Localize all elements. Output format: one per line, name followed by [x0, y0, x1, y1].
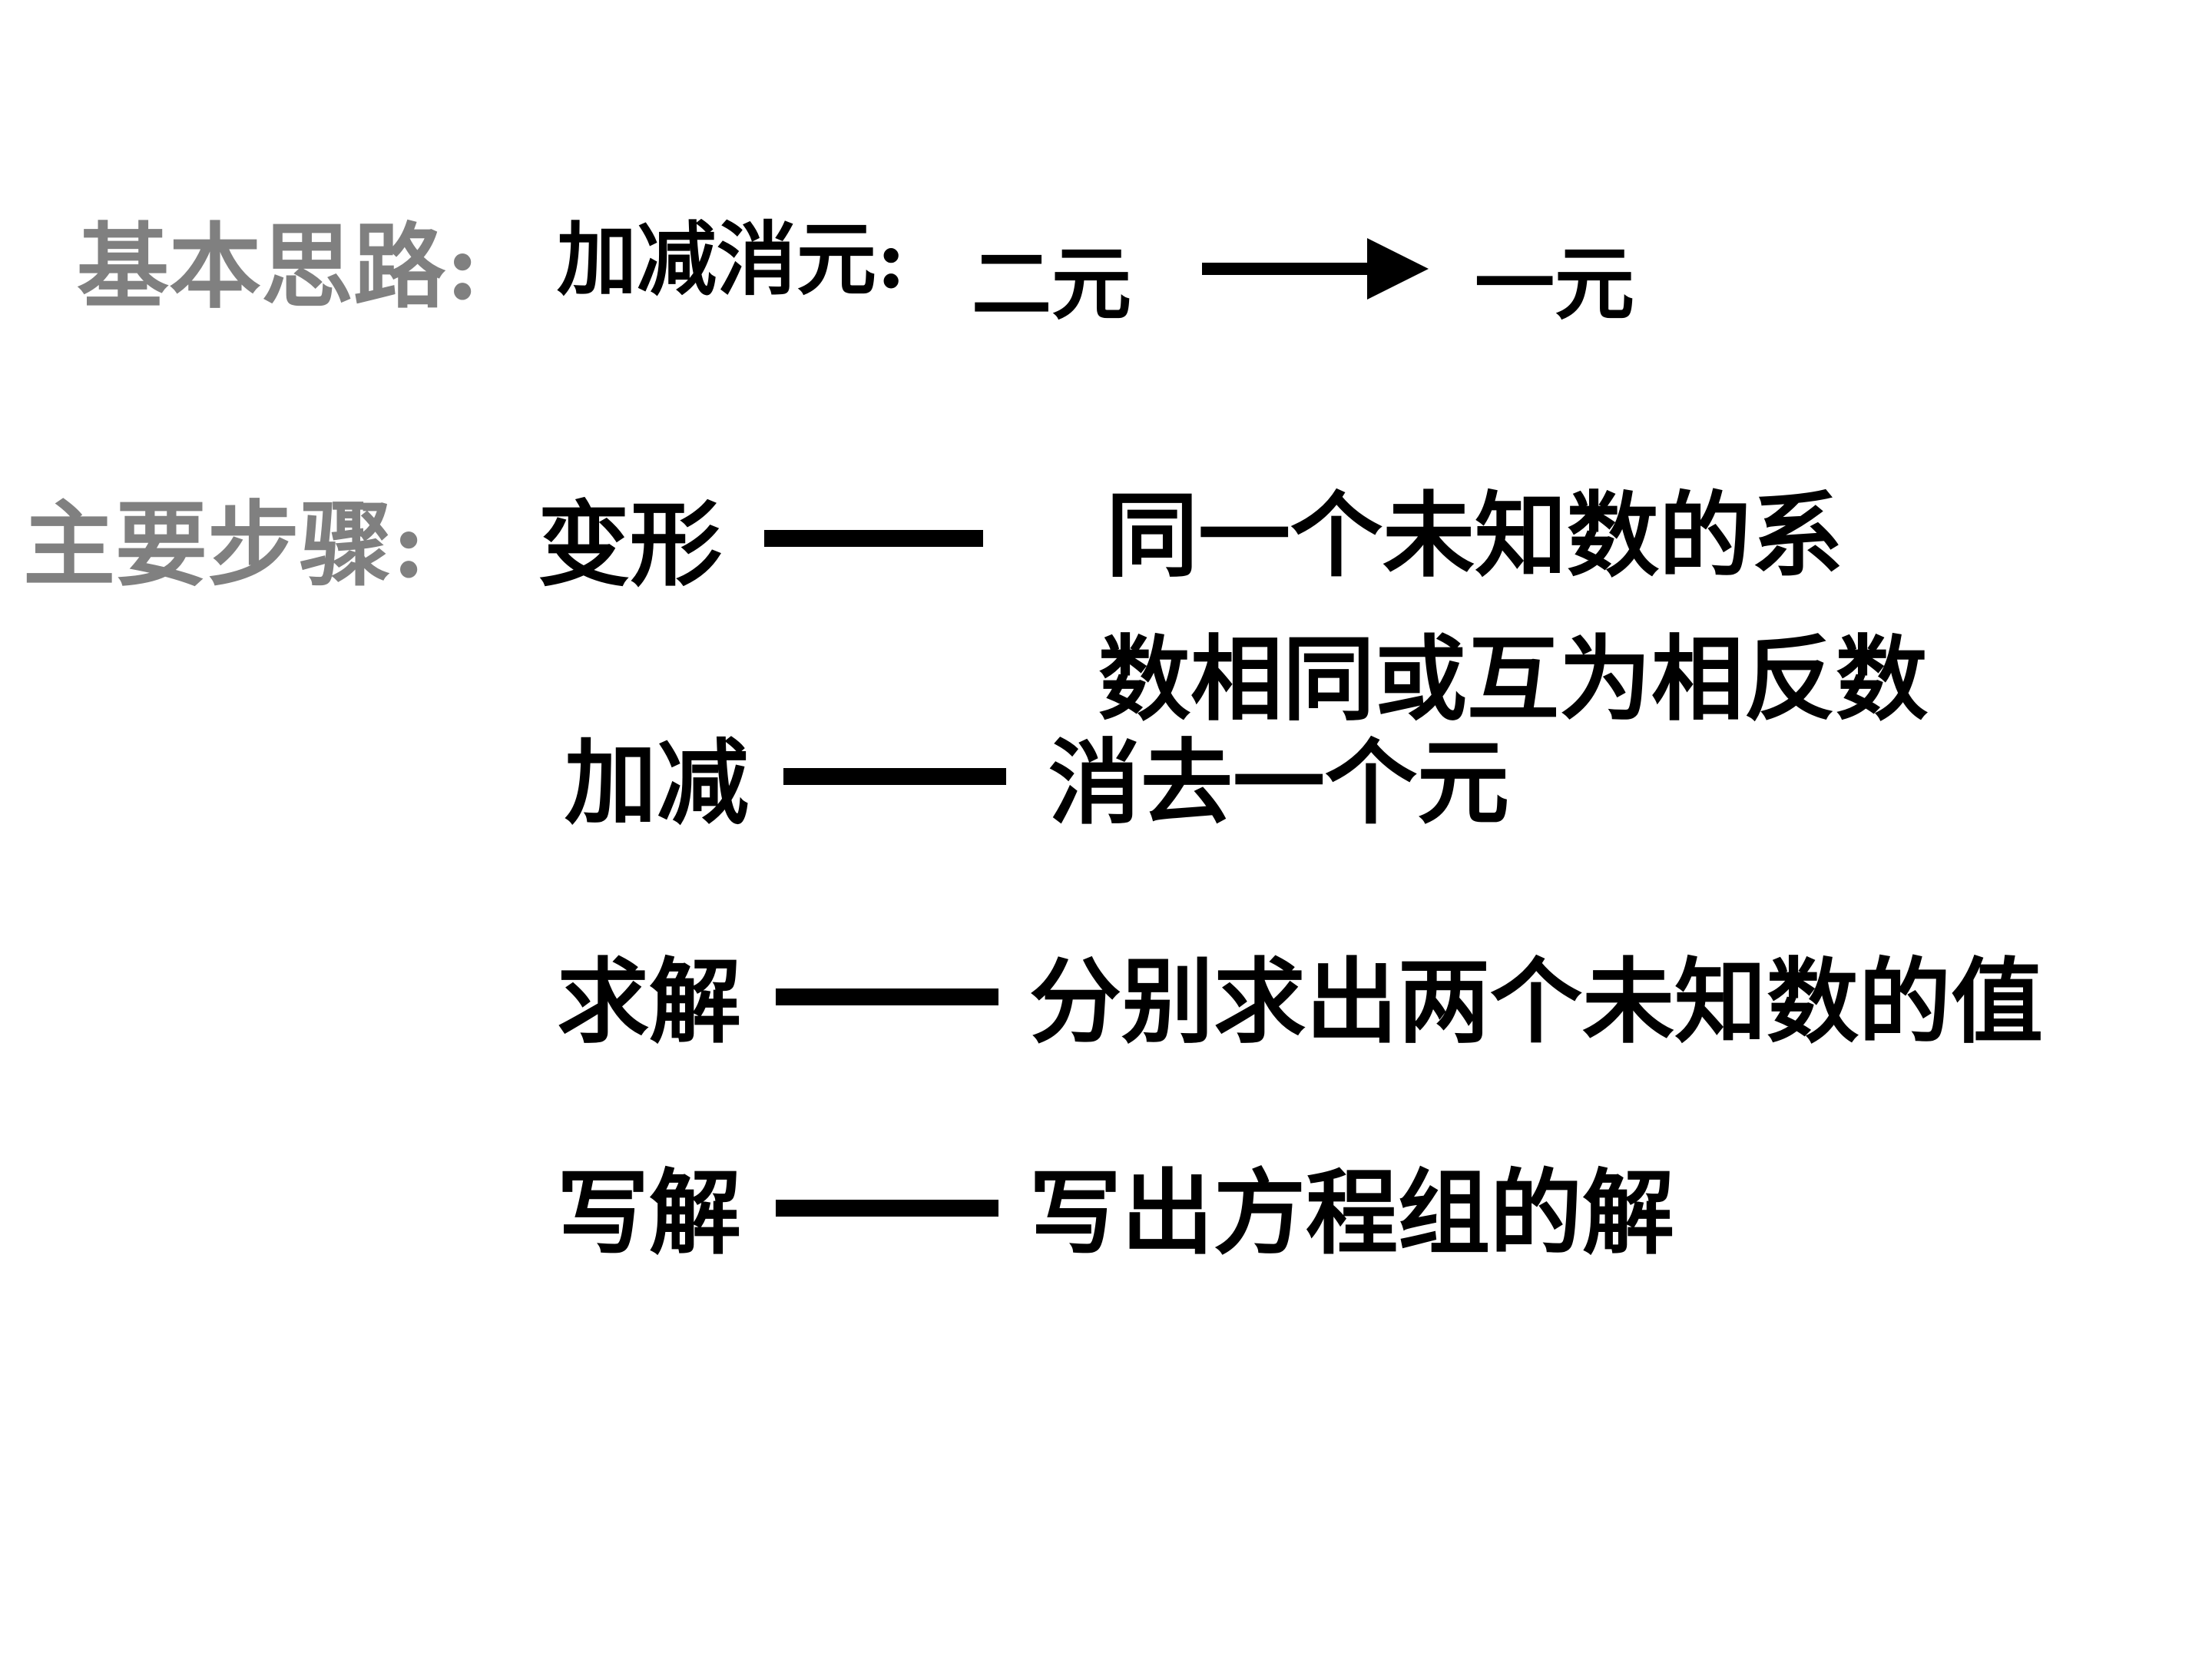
step-write-name: 写解 — [557, 1159, 741, 1267]
step-write-desc: 写出方程组的解 — [1029, 1159, 1674, 1267]
from-two-variables: 二元 — [972, 237, 1132, 331]
step-add-subtract-name: 加减 — [565, 729, 749, 837]
step-solve-dash — [776, 988, 998, 1005]
step-transform-desc-line1: 同一个未知数的系 — [1106, 482, 1843, 590]
main-steps-label: 主要步骤: — [23, 491, 426, 599]
step-add-subtract-dash — [783, 768, 1006, 785]
method-label: 加减消元: — [557, 212, 906, 306]
step-transform-name: 变形 — [538, 491, 722, 599]
right-arrow-icon — [1202, 238, 1429, 300]
step-transform-desc-line2: 数相同或互为相反数 — [1098, 625, 1928, 733]
step-solve-desc: 分别求出两个未知数的值 — [1029, 948, 2043, 1056]
step-add-subtract-desc: 消去一个元 — [1048, 729, 1509, 837]
to-one-variable: 一元 — [1475, 237, 1635, 331]
step-solve-name: 求解 — [557, 948, 741, 1056]
step-write-dash — [776, 1200, 998, 1217]
basic-idea-label: 基本思路: — [77, 213, 480, 321]
step-transform-dash — [764, 530, 983, 547]
